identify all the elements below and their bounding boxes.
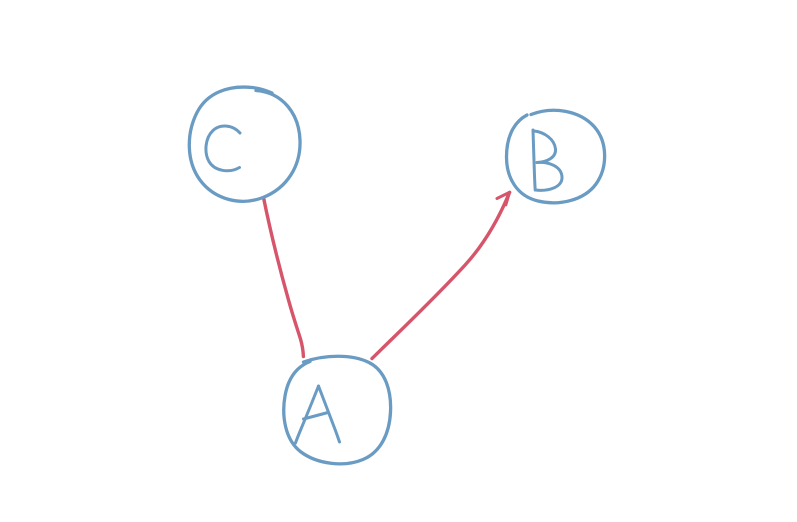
edge-layer: [261, 190, 512, 361]
node-layer: [187, 85, 607, 466]
node-a-outline[interactable]: [282, 354, 393, 466]
node-c-label-glyph: [204, 124, 242, 173]
node-a-label-glyph-crossbar: [302, 411, 330, 421]
node-c-outline[interactable]: [187, 85, 302, 203]
node-b-label-glyph-stem: [531, 128, 537, 192]
node-b-label-glyph-bowl: [532, 129, 564, 192]
edge-c-a[interactable]: [261, 195, 306, 359]
node-a-label-glyph-right-leg: [317, 384, 341, 444]
node-b-outline[interactable]: [504, 108, 607, 205]
node-b[interactable]: [504, 108, 607, 205]
edge-a-b-stroke[interactable]: [370, 190, 512, 361]
node-a[interactable]: [282, 354, 393, 466]
edge-a-b-arrowhead-barb-upper: [504, 190, 512, 207]
node-a-label-glyph-left-leg: [294, 384, 320, 445]
node-c[interactable]: [187, 85, 302, 203]
edge-a-b-arrowhead-icon: [495, 190, 512, 200]
edge-c-a-stroke[interactable]: [261, 195, 306, 359]
edge-a-b[interactable]: [370, 190, 512, 361]
